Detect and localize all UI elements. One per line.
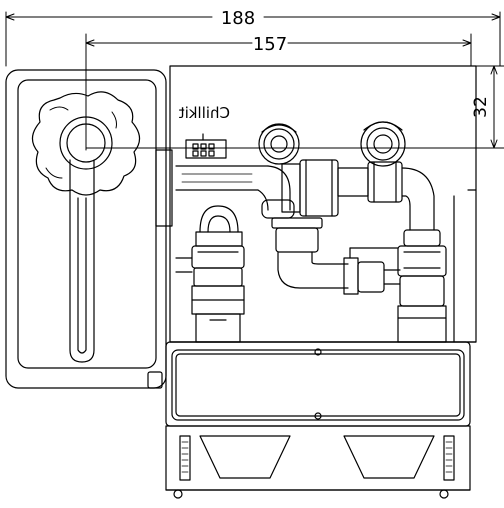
main-pipe [155, 149, 295, 227]
dimension-height-offset: 32 [459, 65, 504, 149]
knob [31, 91, 141, 196]
left-valve-stack [175, 205, 245, 343]
top-fitting-left [258, 123, 300, 165]
dimension-height-offset-label: 32 [471, 96, 491, 118]
dimension-overall-width: 188 [5, 8, 501, 67]
tee-fitting [271, 159, 403, 253]
lower-elbow [277, 247, 401, 295]
brand-label: Chillkit [179, 104, 230, 122]
dimension-hole-distance-label: 157 [253, 34, 287, 55]
lever [69, 159, 95, 363]
base [165, 425, 471, 499]
bottom-tray [165, 341, 471, 427]
right-elbow [397, 167, 447, 343]
connector-block [185, 133, 227, 159]
dimension-overall-width-label: 188 [221, 8, 255, 29]
top-fitting-right [360, 121, 406, 167]
dimension-hole-distance: 157 [85, 33, 472, 151]
